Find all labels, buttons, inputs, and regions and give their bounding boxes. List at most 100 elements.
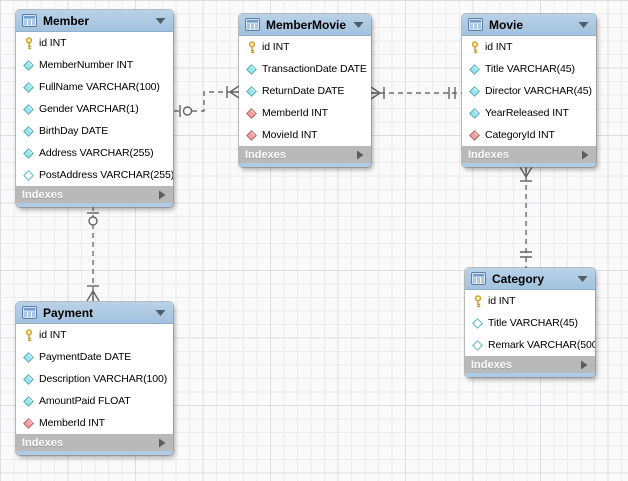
column-label: Description VARCHAR(100) [39,373,168,385]
column-row[interactable]: MemberNumber INT [16,54,173,76]
indexes-label: Indexes [245,148,286,161]
column-row[interactable]: CategoryId INT [462,124,596,146]
column-label: TransactionDate DATE [262,63,367,75]
column-label: id INT [485,41,513,53]
collapse-arrow-icon[interactable] [577,275,588,283]
column-row[interactable]: PostAddress VARCHAR(255) [16,164,173,186]
column-row[interactable]: MemberId INT [239,102,371,124]
collapse-arrow-icon[interactable] [155,309,166,317]
indexes-bar[interactable]: Indexes [16,434,173,451]
indexes-bar[interactable]: Indexes [465,356,595,373]
primary-key-icon [468,40,481,54]
indexes-label: Indexes [468,148,509,161]
column-label: Title VARCHAR(45) [485,63,575,75]
crow-foot-icon [229,85,240,99]
column-label: ReturnDate DATE [262,85,345,97]
expand-arrow-icon[interactable] [356,150,364,160]
column-row[interactable]: Remark VARCHAR(500) [465,334,595,356]
column-row[interactable]: id INT [16,32,173,54]
relationship-member-membermovie [174,85,240,117]
column-row[interactable]: id INT [16,324,173,346]
column-row[interactable]: id INT [462,36,596,58]
table-icon [22,14,37,27]
foreign-key-icon [245,107,258,119]
collapse-arrow-icon[interactable] [578,21,589,29]
collapse-arrow-icon[interactable] [353,21,364,29]
column-row[interactable]: Address VARCHAR(255) [16,142,173,164]
primary-key-icon [22,36,35,50]
indexes-bar[interactable]: Indexes [462,146,596,163]
expand-arrow-icon[interactable] [158,438,166,448]
foreign-key-icon [245,129,258,141]
column-filled-icon [22,103,35,115]
column-label: Title VARCHAR(45) [488,317,578,329]
column-row[interactable]: PaymentDate DATE [16,346,173,368]
column-row[interactable]: MovieId INT [239,124,371,146]
indexes-bar[interactable]: Indexes [239,146,371,163]
table-header[interactable]: MemberMovie [239,14,371,36]
column-open-icon [22,169,35,181]
column-label: Director VARCHAR(45) [485,85,592,97]
column-row[interactable]: ReturnDate DATE [239,80,371,102]
column-label: PostAddress VARCHAR(255) [39,169,173,181]
column-list: id INT TransactionDate DATE ReturnDate DAT… [239,36,371,146]
column-row[interactable]: Director VARCHAR(45) [462,80,596,102]
cardinality-double-bar-icon [448,87,456,99]
column-list: id INT Title VARCHAR(45) Remark VARCHAR(50… [465,290,595,356]
table-title: MemberMovie [266,17,347,32]
table-bottom-strip [239,163,371,167]
table-header[interactable]: Member [16,10,173,32]
indexes-label: Indexes [22,188,63,201]
column-filled-icon [22,351,35,363]
column-label: Remark VARCHAR(500) [488,339,595,351]
column-filled-icon [22,59,35,71]
column-label: BirthDay DATE [39,125,109,137]
column-row[interactable]: id INT [239,36,371,58]
table-header[interactable]: Payment [16,302,173,324]
table-title: Movie [489,17,524,32]
expand-arrow-icon[interactable] [158,190,166,200]
primary-key-icon [245,40,258,54]
column-row[interactable]: id INT [465,290,595,312]
column-row[interactable]: Title VARCHAR(45) [465,312,595,334]
expand-arrow-icon[interactable] [581,150,589,160]
primary-key-icon [471,294,484,308]
table-icon [22,306,37,319]
column-label: Gender VARCHAR(1) [39,103,139,115]
table-title: Payment [43,305,94,320]
column-row[interactable]: Gender VARCHAR(1) [16,98,173,120]
column-row[interactable]: TransactionDate DATE [239,58,371,80]
column-row[interactable]: BirthDay DATE [16,120,173,142]
primary-key-icon [22,328,35,342]
crow-foot-icon [370,86,381,100]
collapse-arrow-icon[interactable] [155,17,166,25]
foreign-key-icon [468,129,481,141]
column-filled-icon [468,107,481,119]
column-row[interactable]: AmountPaid FLOAT [16,390,173,412]
column-open-icon [471,339,484,351]
column-row[interactable]: FullName VARCHAR(100) [16,76,173,98]
column-filled-icon [22,147,35,159]
table-membermovie[interactable]: MemberMovie id INT TransactionDate DATE Ret… [239,14,371,167]
table-bottom-strip [16,451,173,455]
column-row[interactable]: Title VARCHAR(45) [462,58,596,80]
column-filled-icon [245,85,258,97]
column-row[interactable]: YearReleased INT [462,102,596,124]
column-row[interactable]: MemberId INT [16,412,173,434]
table-movie[interactable]: Movie id INT Title VARCHAR(45) Director VAR… [462,14,596,167]
table-bottom-strip [462,163,596,167]
table-header[interactable]: Category [465,268,595,290]
cardinality-circle-icon [182,106,193,116]
expand-arrow-icon[interactable] [580,360,588,370]
column-filled-icon [22,125,35,137]
indexes-bar[interactable]: Indexes [16,186,173,203]
column-filled-icon [245,63,258,75]
table-header[interactable]: Movie [462,14,596,36]
column-row[interactable]: Description VARCHAR(100) [16,368,173,390]
